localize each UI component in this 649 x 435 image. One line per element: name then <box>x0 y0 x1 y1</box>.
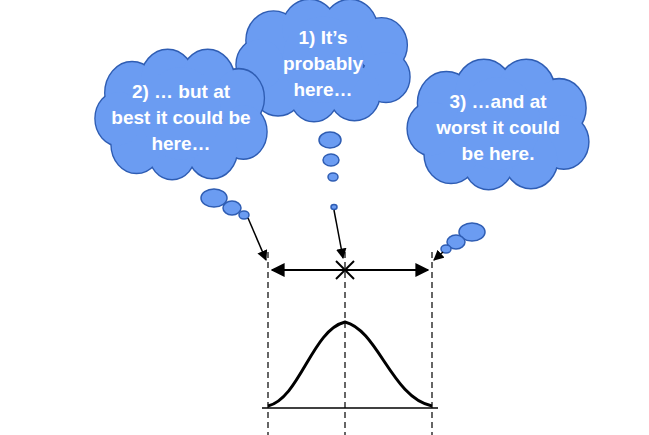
thought-cloud: 2) … but at best it could be here… <box>92 52 270 180</box>
cloud-text-block: 3) …and at worst it could be here. <box>423 89 573 167</box>
range-arrow <box>272 269 428 271</box>
bell-curve <box>268 322 432 406</box>
cloud-text: 1) It’s probably here… <box>271 25 376 103</box>
cloud-text: 2) … but at best it could be here… <box>111 79 251 157</box>
cloud-text: 3) …and at worst it could be here. <box>423 89 573 167</box>
cloud-text-block: 1) It’s probably here… <box>271 25 376 103</box>
curve-baseline <box>262 407 438 409</box>
thought-cloud: 3) …and at worst it could be here. <box>404 62 592 190</box>
estimate-cross <box>336 261 354 279</box>
cloud-text-block: 2) … but at best it could be here… <box>111 79 251 157</box>
pointer-arrows <box>248 210 443 260</box>
